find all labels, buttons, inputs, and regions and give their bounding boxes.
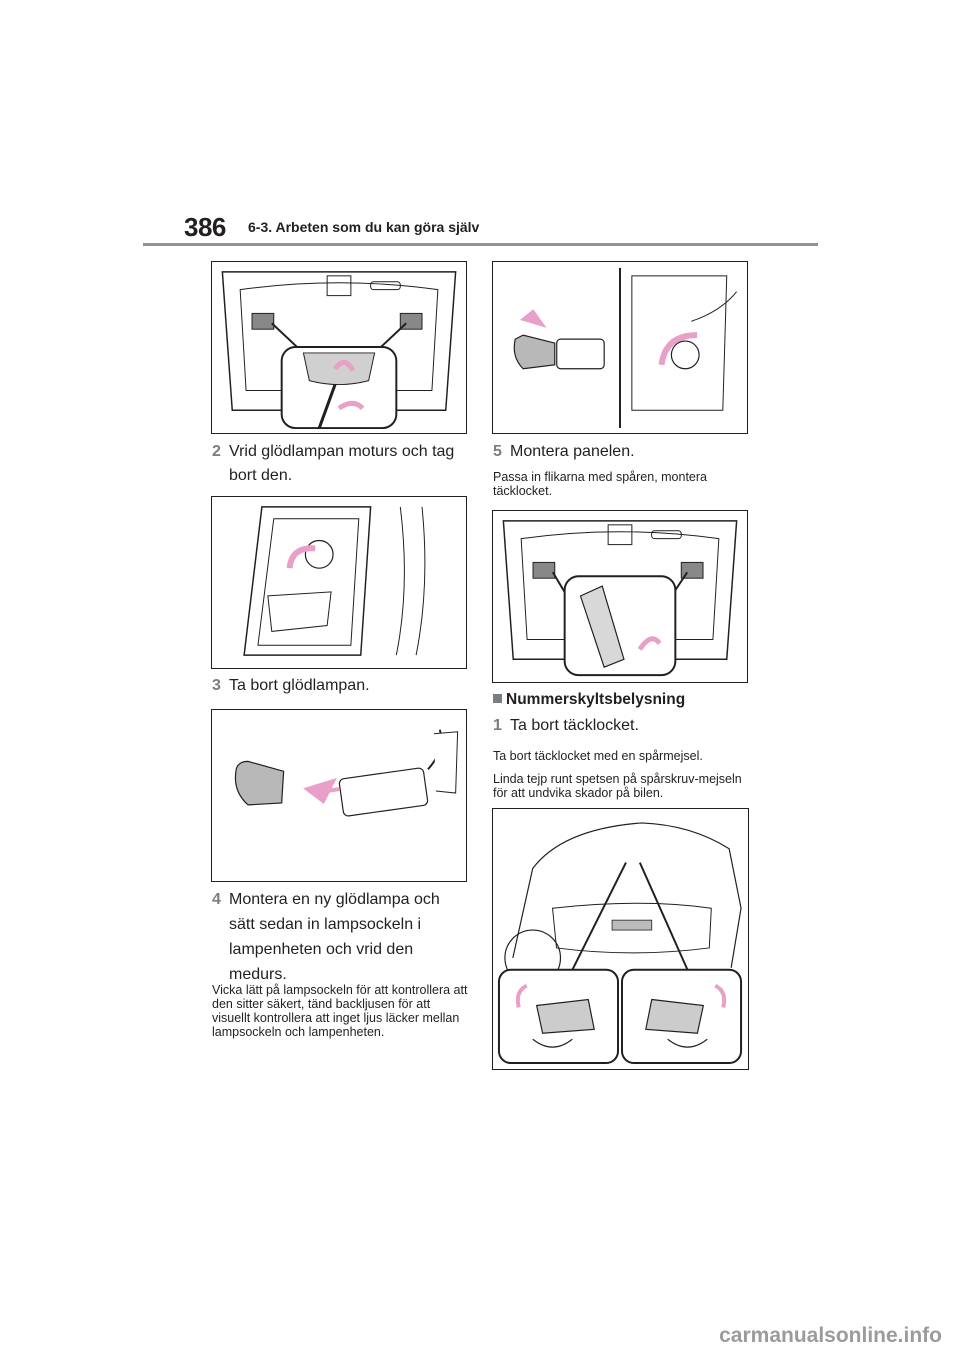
heading-text: Nummerskyltsbelysning <box>506 691 686 708</box>
rotate-arrow-icon <box>286 545 316 569</box>
step-number: 2 <box>212 443 221 460</box>
insert-arrow-icon <box>519 309 547 328</box>
rotate-arrow-icon <box>333 359 356 372</box>
header-rule <box>143 243 818 246</box>
section-title: 6-3. Arbeten som du kan göra själv <box>248 219 480 235</box>
screwdriver-icon <box>317 384 337 429</box>
figure-panel-install <box>492 510 748 683</box>
lamp-housing-illustration <box>243 506 426 656</box>
figure-tailgate-panel-removal <box>211 261 467 434</box>
note-step-4: Vicka lätt på lampsockeln för att kontro… <box>212 983 468 1039</box>
rotate-arrow-icon <box>714 983 727 1008</box>
panel-install-illustration <box>502 520 738 677</box>
step-number: 5 <box>493 443 502 460</box>
step-3: 3 Ta bort glödlampan. <box>212 674 468 698</box>
bulb-icon <box>234 760 285 806</box>
step-number: 3 <box>212 677 221 694</box>
bulb-install-illustration <box>513 267 738 429</box>
heading-bullet-icon <box>493 694 502 703</box>
rotate-arrow-icon <box>658 332 698 366</box>
note-step-1a: Ta bort täcklocket med en spårmejsel. <box>493 749 703 763</box>
page-number: 386 <box>184 212 226 242</box>
figure-bulb-install <box>492 261 748 434</box>
rotate-arrow-icon <box>637 636 662 651</box>
license-light-illustration <box>497 822 743 1065</box>
step-number: 1 <box>493 717 502 734</box>
step-number: 4 <box>212 891 221 908</box>
figure-lamp-housing <box>211 496 467 669</box>
step-text: Ta bort glödlampan. <box>229 677 370 694</box>
figure-bulb-removal <box>211 709 467 882</box>
note-step-1b: Linda tejp runt spetsen på spårskruv-mej… <box>493 772 742 800</box>
figure-license-light-cover <box>492 808 749 1070</box>
heading-license-plate-light: Nummerskyltsbelysning <box>493 691 685 709</box>
insert-arrow-icon <box>303 777 340 804</box>
tailgate-illustration <box>221 271 457 430</box>
step-1-license: 1 Ta bort täcklocket. <box>493 714 749 738</box>
note-step-5: Passa in flikarna med spåren, montera tä… <box>493 470 707 498</box>
rotate-arrow-icon <box>515 983 528 1008</box>
step-4: 4 Montera en ny glödlampa och sätt sedan… <box>212 887 468 987</box>
bulb-socket-illustration <box>234 729 459 817</box>
watermark: carmanualsonline.info <box>719 1324 942 1347</box>
step-text: Vrid glödlampan moturs och tag bort den. <box>229 443 455 484</box>
step-text: Montera en ny glödlampa och sätt sedan i… <box>229 891 440 983</box>
step-2: 2 Vrid glödlampan moturs och tag bort de… <box>212 440 468 488</box>
step-5: 5 Montera panelen. <box>493 440 749 464</box>
step-text: Montera panelen. <box>510 443 635 460</box>
step-text: Ta bort täcklocket. <box>510 717 639 734</box>
